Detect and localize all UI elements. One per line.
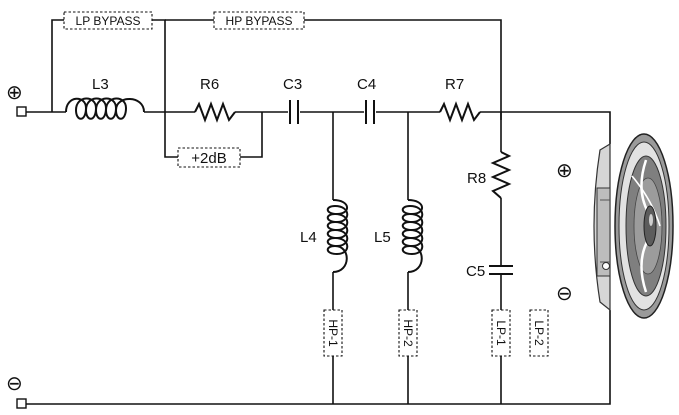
jumper-lp-1: LP-1 bbox=[491, 309, 511, 357]
resistor-r7: R7 bbox=[439, 76, 481, 123]
jumper-lp-2-label: LP-2 bbox=[532, 320, 546, 346]
label-c3: C3 bbox=[283, 76, 302, 93]
ground-return-wire bbox=[22, 310, 611, 405]
hp-bypass-wire bbox=[165, 19, 502, 120]
label-l3: L3 bbox=[92, 76, 109, 93]
wiring bbox=[22, 19, 611, 405]
speaker-negative-symbol: ⊖ bbox=[556, 283, 573, 305]
speaker-positive-symbol: ⊕ bbox=[556, 160, 573, 182]
label-r7: R7 bbox=[445, 76, 464, 93]
jumper-plus-2db: +2dB bbox=[177, 147, 241, 168]
inductor-l3: L3 bbox=[65, 76, 145, 120]
jumper-hp-2-label: HP-2 bbox=[401, 319, 415, 347]
resistor-r8: R8 bbox=[467, 151, 512, 199]
speaker-dustcap-icon bbox=[643, 205, 657, 247]
inductor-l4: L4 bbox=[300, 199, 349, 273]
input-positive-symbol: ⊕ bbox=[6, 82, 23, 104]
capacitor-c4: C4 bbox=[357, 76, 376, 124]
input-negative-symbol: ⊖ bbox=[6, 373, 23, 395]
label-l4: L4 bbox=[300, 229, 317, 246]
jumper-lp-1-label: LP-1 bbox=[494, 320, 508, 346]
jumper-hp-1-label: HP-1 bbox=[326, 319, 340, 347]
jumper-hp-bypass-label: HP BYPASS bbox=[226, 14, 293, 28]
jumper-hp-bypass: HP BYPASS bbox=[213, 11, 305, 30]
label-l5: L5 bbox=[374, 229, 391, 246]
r7-speaker-wire bbox=[480, 111, 611, 144]
jumper-lp-bypass: LP BYPASS bbox=[63, 11, 153, 30]
jumper-lp-bypass-label: LP BYPASS bbox=[76, 14, 141, 28]
plus-2db-wire bbox=[240, 112, 263, 158]
inductor-l5: L5 bbox=[374, 199, 424, 273]
lp-bypass-wire bbox=[51, 19, 182, 158]
speaker-magnet-icon bbox=[596, 187, 611, 277]
label-r6: R6 bbox=[200, 76, 219, 93]
input-positive-terminal: ⊕ bbox=[6, 82, 27, 117]
label-r8: R8 bbox=[467, 170, 486, 187]
label-c5: C5 bbox=[466, 263, 485, 280]
jumper-hp-1: HP-1 bbox=[323, 309, 343, 357]
capacitor-c3: C3 bbox=[283, 76, 302, 124]
jumper-plus-2db-label: +2dB bbox=[191, 150, 226, 167]
resistor-r6: R6 bbox=[194, 76, 236, 123]
speaker-driver: ⊕ ⊖ bbox=[556, 133, 674, 319]
capacitor-c5: C5 bbox=[466, 263, 513, 280]
input-negative-terminal: ⊖ bbox=[6, 373, 27, 409]
label-c4: C4 bbox=[357, 76, 376, 93]
jumper-lp-2: LP-2 bbox=[529, 309, 549, 357]
jumper-hp-2: HP-2 bbox=[398, 309, 418, 357]
